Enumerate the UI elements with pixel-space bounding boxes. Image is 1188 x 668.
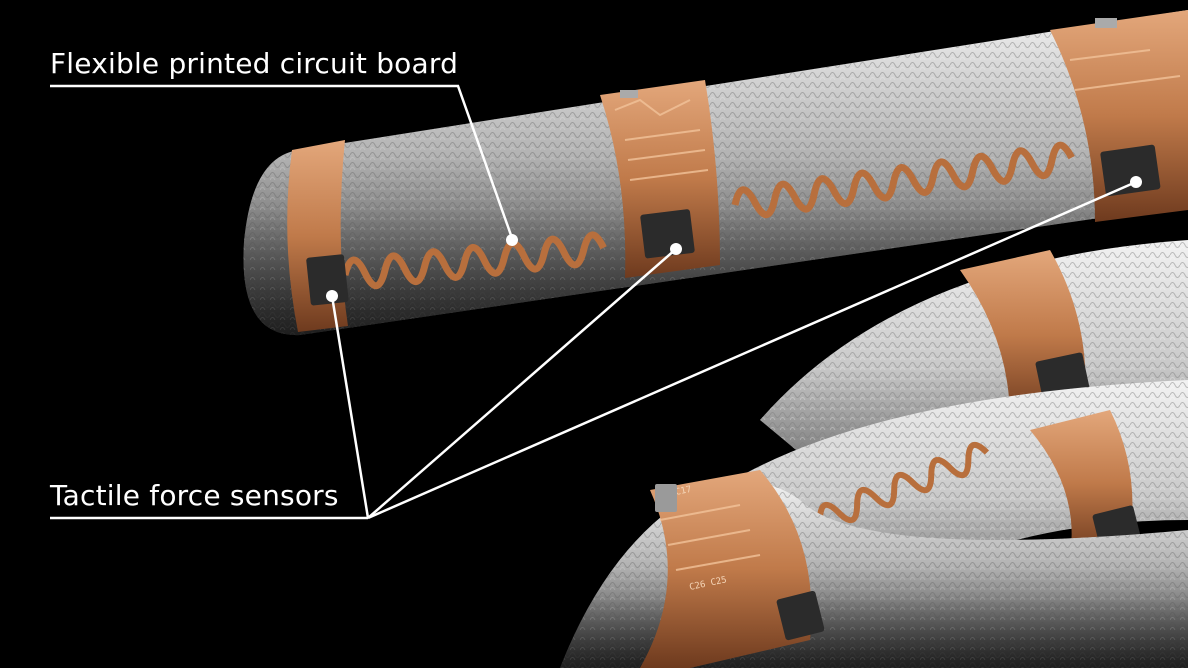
serpentine-trace-coil	[817, 441, 990, 524]
callouts	[50, 84, 1137, 520]
tiny-chip-1	[1095, 18, 1117, 28]
label-flexible-pcb: Flexible printed circuit board	[50, 47, 459, 80]
callout-dot-fpcb	[506, 234, 518, 246]
callout-line-tfs-1	[330, 295, 370, 519]
band-traces	[614, 49, 1181, 181]
sensor-pad-coil-front	[776, 590, 825, 641]
coil-front-traces	[659, 504, 761, 571]
chip-marking-a: C17	[675, 485, 693, 498]
callout-dot-sensor-1	[326, 290, 338, 302]
sensor-pad-coil-front-2	[655, 484, 677, 512]
tiny-chip-2	[620, 90, 638, 98]
label-tactile-force-sensors: Tactile force sensors	[50, 479, 339, 512]
callout-dots	[326, 176, 1142, 302]
sensor-pad-1	[306, 254, 349, 306]
callout-line-tfs-2	[367, 248, 677, 519]
serpentine-trace-main-2	[731, 141, 1075, 219]
sensor-pad-3	[1100, 144, 1161, 197]
coiled-tubes: C17 C26 C25	[560, 240, 1188, 668]
callout-line-fpcb	[50, 84, 514, 239]
serpentine-trace-main	[341, 231, 607, 290]
callout-dot-sensor-3	[1130, 176, 1142, 188]
callout-line-tfs-3	[367, 180, 1137, 520]
main-tube	[243, 10, 1188, 336]
callout-dot-sensor-2	[670, 243, 682, 255]
sensor-pad-2	[640, 209, 695, 259]
copper-band-coil-front	[640, 470, 812, 668]
